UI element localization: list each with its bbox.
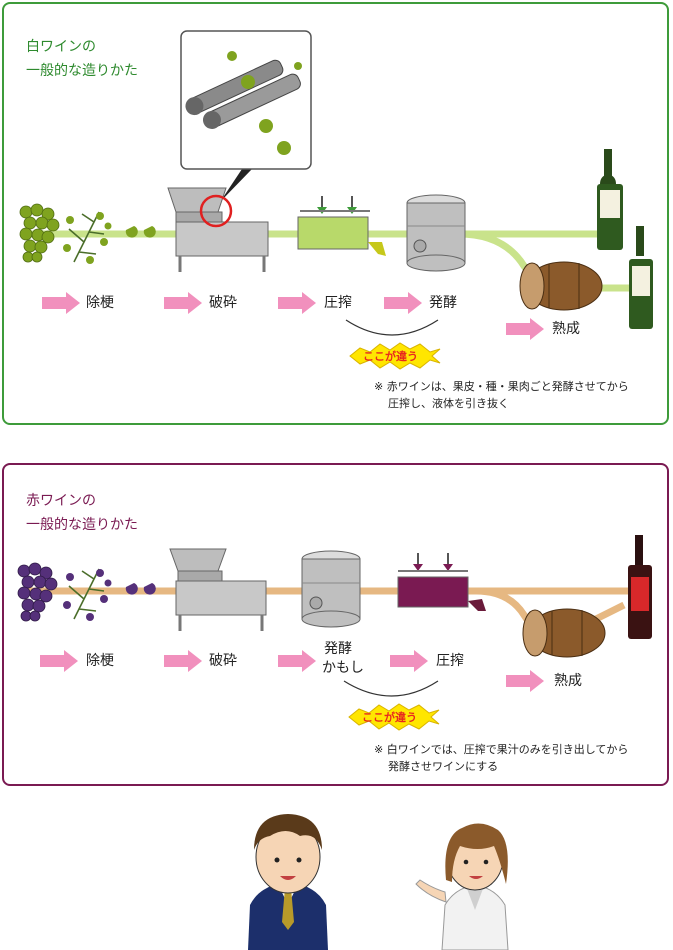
red-title-line2: 一般的な造りかた <box>26 517 138 533</box>
crusher-icon <box>167 187 269 272</box>
red-step-maceration: かもし <box>322 660 364 676</box>
red-step-age: 熟成 <box>554 673 582 689</box>
red-step-destem: 除梗 <box>86 653 114 669</box>
grape-cluster-icon <box>19 203 60 263</box>
white-step-ferment: 発酵 <box>429 295 457 311</box>
red-step-press: 圧搾 <box>436 653 464 669</box>
fermentation-tank-icon <box>301 550 361 628</box>
white-panel-title: 白ワインの 一般的な造りかた <box>26 35 138 83</box>
barrel-icon <box>522 608 606 658</box>
red-process-illustration <box>17 535 652 731</box>
white-note-line1: ※ 赤ワインは、果皮・種・果肉ごと発酵させてから <box>374 380 629 393</box>
red-bracket-curve <box>343 680 439 697</box>
red-badge-text: ここが違う <box>362 711 417 724</box>
white-step-arrows <box>42 292 544 340</box>
red-note-line2: 発酵させワインにする <box>388 760 499 773</box>
white-note-line2: 圧搾し、液体を引き抜く <box>388 397 509 410</box>
white-badge-burst <box>349 342 441 370</box>
barrel-icon <box>519 261 603 311</box>
white-step-age: 熟成 <box>552 321 580 337</box>
woman-character-icon <box>415 823 509 950</box>
bottle-icon <box>597 149 653 329</box>
red-step-arrows <box>40 650 544 692</box>
white-badge-text: ここが違う <box>363 350 418 363</box>
red-title-line1: 赤ワインの <box>26 493 96 509</box>
white-step-crush: 破砕 <box>209 295 237 311</box>
white-step-press: 圧搾 <box>324 295 352 311</box>
white-title-line2: 一般的な造りかた <box>26 63 138 79</box>
white-wine-panel: 白ワインの 一般的な造りかた <box>2 2 669 425</box>
red-step-crush: 破砕 <box>209 653 237 669</box>
man-character-icon <box>248 814 328 950</box>
red-step-ferment: 発酵 <box>324 641 352 657</box>
press-tank-icon <box>397 553 486 611</box>
red-note-line1: ※ 白ワインでは、圧搾で果汁のみを引き出してから <box>374 743 629 756</box>
white-step-destem: 除梗 <box>86 295 114 311</box>
white-title-line1: 白ワインの <box>26 39 96 55</box>
destemmer-icon <box>63 568 156 621</box>
red-panel-title: 赤ワインの 一般的な造りかた <box>26 489 138 537</box>
white-process-illustration <box>19 30 653 370</box>
crusher-rollers-zoom-icon <box>180 30 312 202</box>
red-wine-panel: 赤ワインの 一般的な造りかた <box>2 463 669 786</box>
white-bracket-curve <box>345 319 439 336</box>
fermentation-tank-icon <box>406 194 466 272</box>
crusher-icon <box>169 548 267 631</box>
bottle-icon <box>628 535 652 639</box>
red-badge-burst <box>348 703 440 731</box>
grape-cluster-icon <box>17 562 58 622</box>
press-tank-icon <box>297 196 386 256</box>
destemmer-icon <box>63 211 156 264</box>
